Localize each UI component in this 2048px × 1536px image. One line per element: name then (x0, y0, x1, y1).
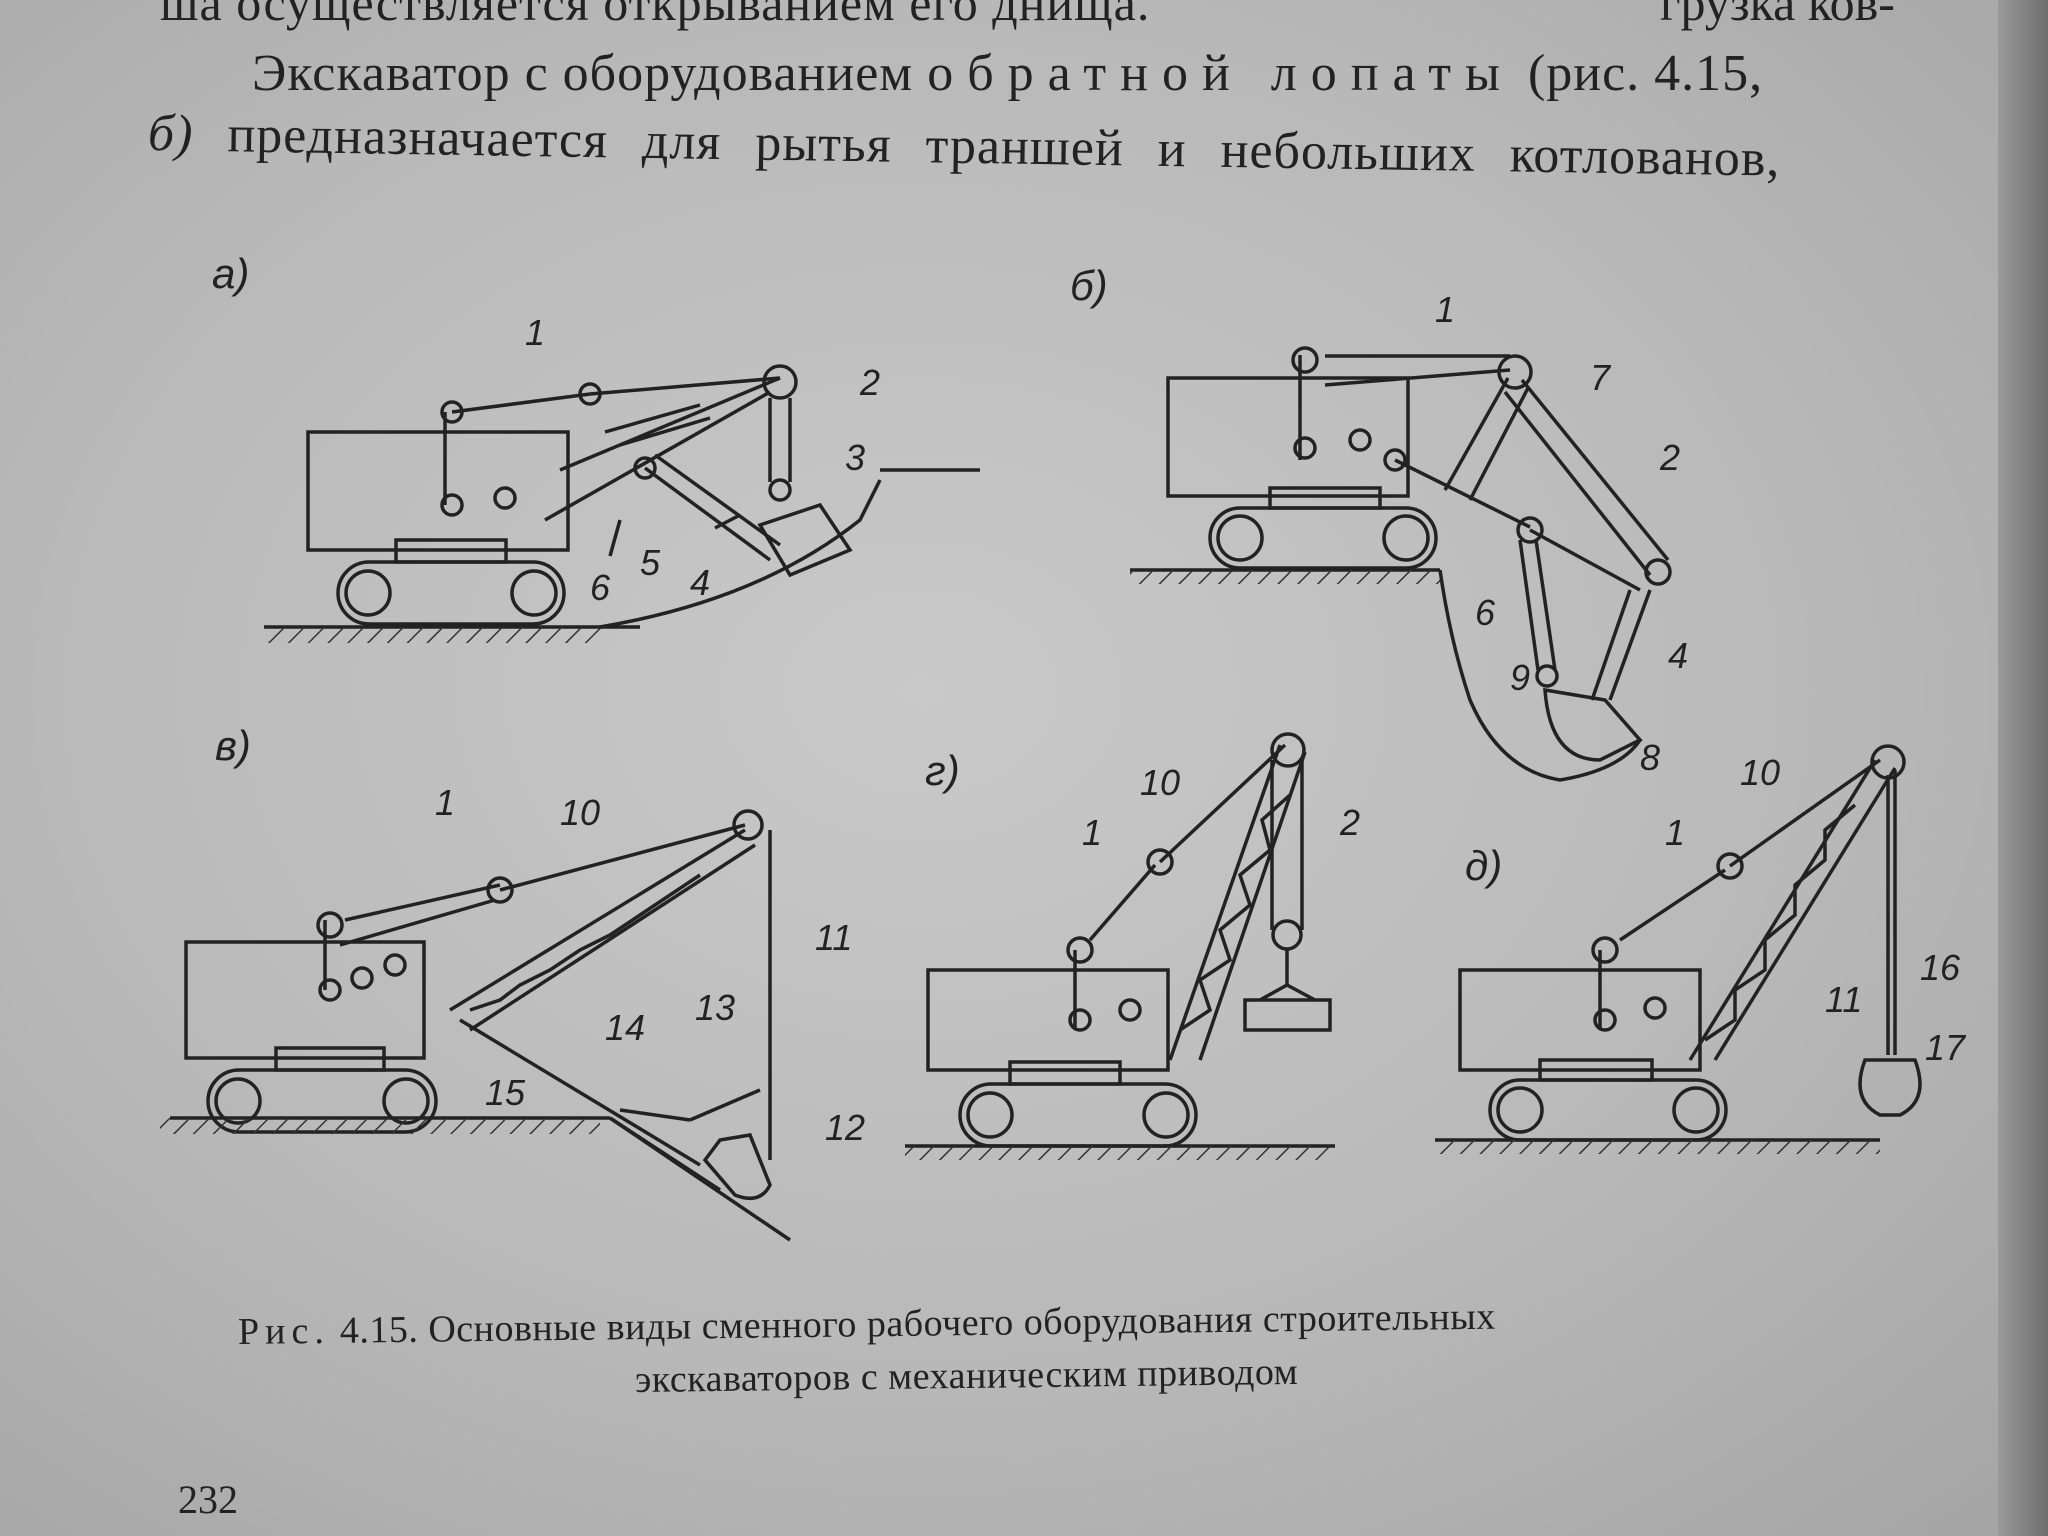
figure-caption-line-2: экскаваторов с механическим приводом (635, 1350, 1299, 1402)
text-line-1-right: грузка ков- (1660, 0, 1895, 32)
panel-d-grab (1435, 744, 1922, 1154)
label-a-2: 2 (859, 362, 880, 403)
backhoe-term: обратной лопаты (927, 45, 1514, 102)
panel-d-cab (1458, 968, 1702, 1072)
panel-g-load (1243, 998, 1332, 1032)
panel-d-label: д) (1465, 842, 1502, 889)
panel-g-turntable (1008, 1060, 1122, 1086)
label-d-17: 17 (1925, 1027, 1967, 1068)
label-b-8: 8 (1640, 737, 1660, 778)
label-v-15: 15 (485, 1072, 526, 1113)
label-g-10: 10 (1140, 762, 1180, 803)
text-line-1: ша осуществляется открыванием его днища. (160, 0, 1150, 32)
panel-b-turntable (1268, 486, 1382, 510)
label-d-10: 10 (1740, 752, 1780, 793)
panel-a-boom-rope (451, 392, 591, 414)
label-b-7: 7 (1590, 357, 1612, 398)
panel-b-boom (1443, 377, 1510, 491)
text-line-1-left: ша осуществляется открыванием его днища. (160, 0, 1151, 31)
label-d-11: 11 (1825, 979, 1862, 1020)
panel-a-label: а) (212, 250, 249, 297)
label-v-14: 14 (605, 1007, 645, 1048)
panel-v-drag-rope (459, 1018, 701, 1167)
panel-b-stick (1520, 378, 1670, 562)
label-a-3: 3 (845, 437, 865, 478)
label-v-12: 12 (825, 1107, 865, 1148)
panel-g-crane (905, 732, 1335, 1160)
label-d-16: 16 (1920, 947, 1961, 988)
label-v-1: 1 (435, 782, 455, 823)
panel-d-boom (1688, 759, 1877, 1061)
panel-b-backhoe (1130, 346, 1672, 782)
panel-v-boom-rope (344, 883, 501, 922)
label-a-6: 6 (590, 567, 611, 608)
panel-a-bucket (757, 502, 853, 578)
label-b-4: 4 (1668, 635, 1688, 676)
panel-v-dragline (160, 809, 791, 1242)
label-a-5: 5 (640, 542, 661, 583)
panel-g-boom (1168, 744, 1282, 1061)
panel-b-cab (1166, 376, 1410, 498)
panel-a-front-shovel (264, 364, 980, 643)
panel-a-stick (643, 466, 772, 562)
panel-b-trench (1438, 569, 1642, 782)
text-line-2: Экскаватор с оборудованием обратной лопа… (252, 44, 1763, 103)
figure-caption-prefix: Рис. (237, 1309, 331, 1353)
panel-v-cab (184, 940, 426, 1060)
label-a-1: 1 (525, 312, 545, 353)
panel-b-track (1208, 506, 1438, 570)
label-a-4: 4 (690, 562, 710, 603)
panel-v-boom (449, 828, 746, 1012)
book-spine-shadow (1998, 0, 2048, 1536)
panel-d-boom-rope (1619, 868, 1726, 942)
panel-a-track (336, 560, 566, 626)
panel-a-boom (559, 376, 781, 472)
figure-caption-text-2: экскаваторов с механическим приводом (634, 1350, 1299, 1401)
panel-v-label: в) (215, 722, 251, 769)
panel-a-slope (599, 479, 882, 629)
panel-g-cab (926, 968, 1170, 1072)
panel-a-cab (306, 430, 570, 552)
label-b-1: 1 (1435, 289, 1455, 330)
label-b-9: 9 (1510, 657, 1530, 698)
panel-g-boom-rope (1088, 863, 1157, 942)
label-g-2: 2 (1339, 802, 1360, 843)
panel-b-bucket (1543, 687, 1643, 762)
text-line-1-right-text: грузка ков- (1660, 0, 1895, 31)
label-b-6: 6 (1475, 592, 1496, 633)
label-v-11: 11 (815, 917, 852, 958)
label-v-13: 13 (695, 987, 735, 1028)
panel-b-label: б) (1070, 262, 1108, 309)
label-v-10: 10 (560, 792, 600, 833)
panel-v-bucket (702, 1133, 772, 1201)
text-line-2-start: Экскаватор с оборудованием (252, 45, 928, 102)
label-d-1: 1 (1665, 812, 1685, 853)
text-line-2-end: (рис. 4.15, (1513, 45, 1764, 102)
page-number: 232 (178, 1477, 238, 1522)
panel-d-grab-bucket (1858, 1058, 1922, 1117)
label-b-2: 2 (1659, 437, 1680, 478)
label-g-1: 1 (1082, 812, 1102, 853)
panel-g-label: г) (925, 747, 960, 794)
